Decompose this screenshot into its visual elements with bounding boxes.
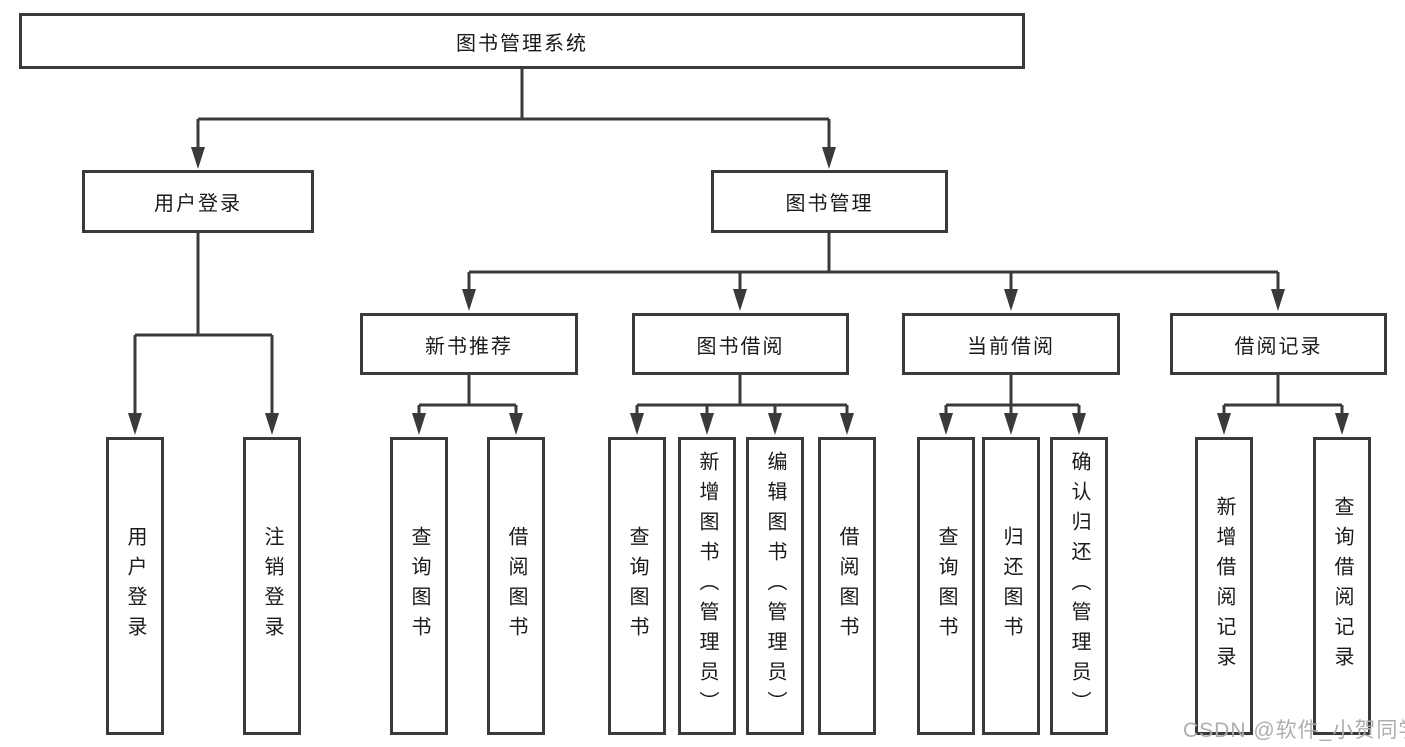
leaf-user-login: 用户登录 — [106, 437, 164, 735]
csdn-watermark: CSDN @软件_小贺同学 — [1183, 719, 1405, 742]
leaf-borrow-books: 借阅图书 — [818, 437, 876, 735]
leaf-label: 新增借阅记录 — [1213, 496, 1235, 676]
leaf-label: 确认归还（管理员） — [1068, 451, 1090, 721]
leaf-query-books-borrow: 查询图书 — [608, 437, 666, 735]
leaf-label: 查询图书 — [408, 526, 430, 646]
leaf-query-books-current: 查询图书 — [917, 437, 975, 735]
leaf-label: 注销登录 — [261, 526, 283, 646]
leaf-label: 查询图书 — [935, 526, 957, 646]
leaf-label: 查询图书 — [626, 526, 648, 646]
leaf-label: 用户登录 — [124, 526, 146, 646]
leaf-label: 查询借阅记录 — [1331, 496, 1353, 676]
leaf-logout: 注销登录 — [243, 437, 301, 735]
node-book-management: 图书管理 — [711, 170, 948, 233]
node-new-book-recommend: 新书推荐 — [360, 313, 578, 375]
leaf-add-borrow-record: 新增借阅记录 — [1195, 437, 1253, 735]
leaf-label: 借阅图书 — [505, 526, 527, 646]
leaf-confirm-return-admin: 确认归还（管理员） — [1050, 437, 1108, 735]
node-book-borrow: 图书借阅 — [632, 313, 849, 375]
leaf-label: 编辑图书（管理员） — [764, 451, 786, 721]
node-current-borrow: 当前借阅 — [902, 313, 1120, 375]
leaf-label: 新增图书（管理员） — [696, 451, 718, 721]
leaf-return-books: 归还图书 — [982, 437, 1040, 735]
node-root-library-system: 图书管理系统 — [19, 13, 1025, 69]
leaf-query-books-recommend: 查询图书 — [390, 437, 448, 735]
leaf-label: 借阅图书 — [836, 526, 858, 646]
node-borrow-records: 借阅记录 — [1170, 313, 1387, 375]
node-user-login: 用户登录 — [82, 170, 314, 233]
leaf-add-books-admin: 新增图书（管理员） — [678, 437, 736, 735]
leaf-edit-books-admin: 编辑图书（管理员） — [746, 437, 804, 735]
leaf-borrow-books-recommend: 借阅图书 — [487, 437, 545, 735]
leaf-label: 归还图书 — [1000, 526, 1022, 646]
leaf-query-borrow-record: 查询借阅记录 — [1313, 437, 1371, 735]
